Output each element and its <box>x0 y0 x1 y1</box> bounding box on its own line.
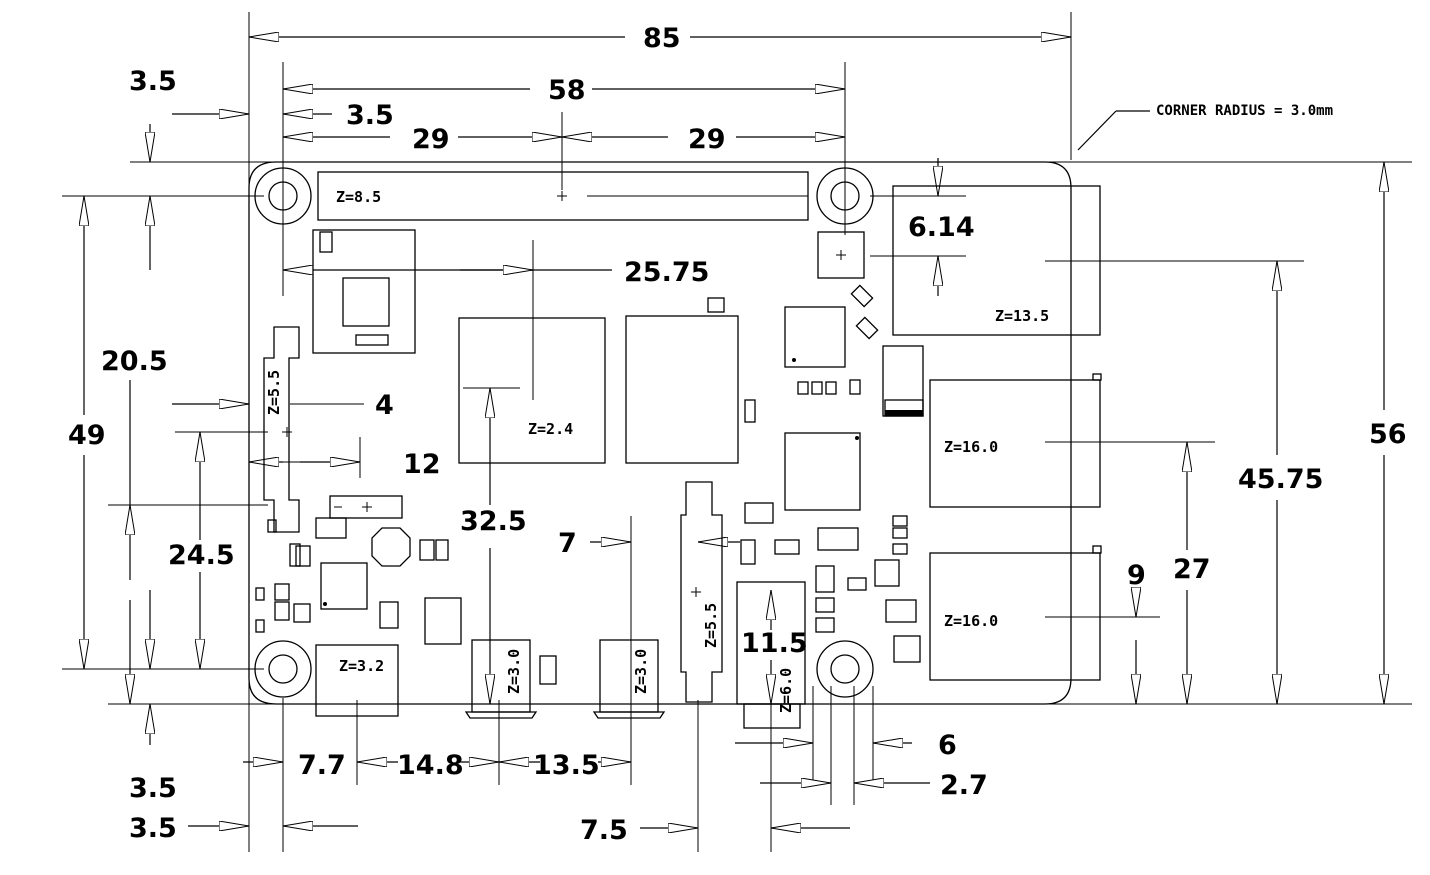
z-usb-top: Z=13.5 <box>995 307 1049 325</box>
z-camera: Z=5.5 <box>702 603 720 648</box>
dim-12: 12 <box>403 449 441 480</box>
dim-7: 7 <box>558 528 577 559</box>
usb-controller <box>784 231 865 511</box>
z-audio: Z=6.0 <box>777 668 795 713</box>
mounting-holes <box>254 167 874 698</box>
dim-3-5-top: 3.5 <box>129 66 177 97</box>
dim-4: 4 <box>375 390 394 421</box>
dim-45-75: 45.75 <box>1238 464 1323 495</box>
dimension-labels: 85 58 3.5 3.5 29 29 25.75 6.14 56 49 20.… <box>68 23 1407 846</box>
dim-9: 9 <box>1127 560 1146 591</box>
soc-chip <box>625 315 739 464</box>
dim-3-5-bottom-b: 3.5 <box>129 813 177 844</box>
dim-29-right: 29 <box>688 124 726 155</box>
dim-2-7: 2.7 <box>940 770 988 801</box>
hdmi-port-1 <box>464 639 538 719</box>
display-connector <box>263 326 300 533</box>
z-soc: Z=2.4 <box>528 420 573 438</box>
camera-connector <box>680 481 723 703</box>
dim-13-5: 13.5 <box>533 750 600 781</box>
dim-29-left: 29 <box>412 124 450 155</box>
dim-58: 58 <box>548 75 586 106</box>
ethernet-port-1 <box>929 373 1102 508</box>
z-eth-2: Z=16.0 <box>944 612 998 630</box>
dim-7-7: 7.7 <box>298 750 346 781</box>
wifi-module <box>312 229 416 354</box>
dim-3-5-bottom-a: 3.5 <box>129 773 177 804</box>
hdmi-port-2 <box>592 639 666 719</box>
audio-jack <box>736 581 806 729</box>
dim-24-5: 24.5 <box>168 540 235 571</box>
z-display: Z=5.5 <box>265 370 283 415</box>
ethernet-port-2 <box>929 545 1102 681</box>
dim-11-5: 11.5 <box>741 628 808 659</box>
z-eth-1: Z=16.0 <box>944 438 998 456</box>
gpio-header <box>317 171 809 221</box>
dim-6-14: 6.14 <box>908 212 975 243</box>
z-hdmi-1: Z=3.0 <box>505 649 523 694</box>
dim-32-5: 32.5 <box>460 506 527 537</box>
dim-56: 56 <box>1369 419 1407 450</box>
dim-3-5-inner: 3.5 <box>346 100 394 131</box>
dim-20-5: 20.5 <box>101 346 168 377</box>
dim-85: 85 <box>643 23 681 54</box>
z-gpio: Z=8.5 <box>336 188 381 206</box>
pin-markers <box>323 358 923 606</box>
dim-7-5: 7.5 <box>580 815 628 846</box>
dim-14-8: 14.8 <box>397 750 464 781</box>
corner-radius-note: CORNER RADIUS = 3.0mm <box>1156 103 1333 119</box>
dim-49: 49 <box>68 420 106 451</box>
small-components <box>255 284 924 685</box>
ram-chip <box>458 317 606 464</box>
z-hdmi-2: Z=3.0 <box>632 649 650 694</box>
usb-top <box>892 185 1101 336</box>
z-usbc: Z=3.2 <box>339 657 384 675</box>
board-outline <box>248 161 1072 705</box>
dimension-arrows <box>84 37 1384 828</box>
dim-25-75: 25.75 <box>624 257 709 288</box>
power-usb-c <box>315 644 399 717</box>
z-labels: Z=8.5 Z=13.5 Z=16.0 Z=16.0 Z=2.4 Z=3.2 Z… <box>265 188 1049 713</box>
dim-6: 6 <box>938 730 957 761</box>
dim-27: 27 <box>1173 554 1211 585</box>
